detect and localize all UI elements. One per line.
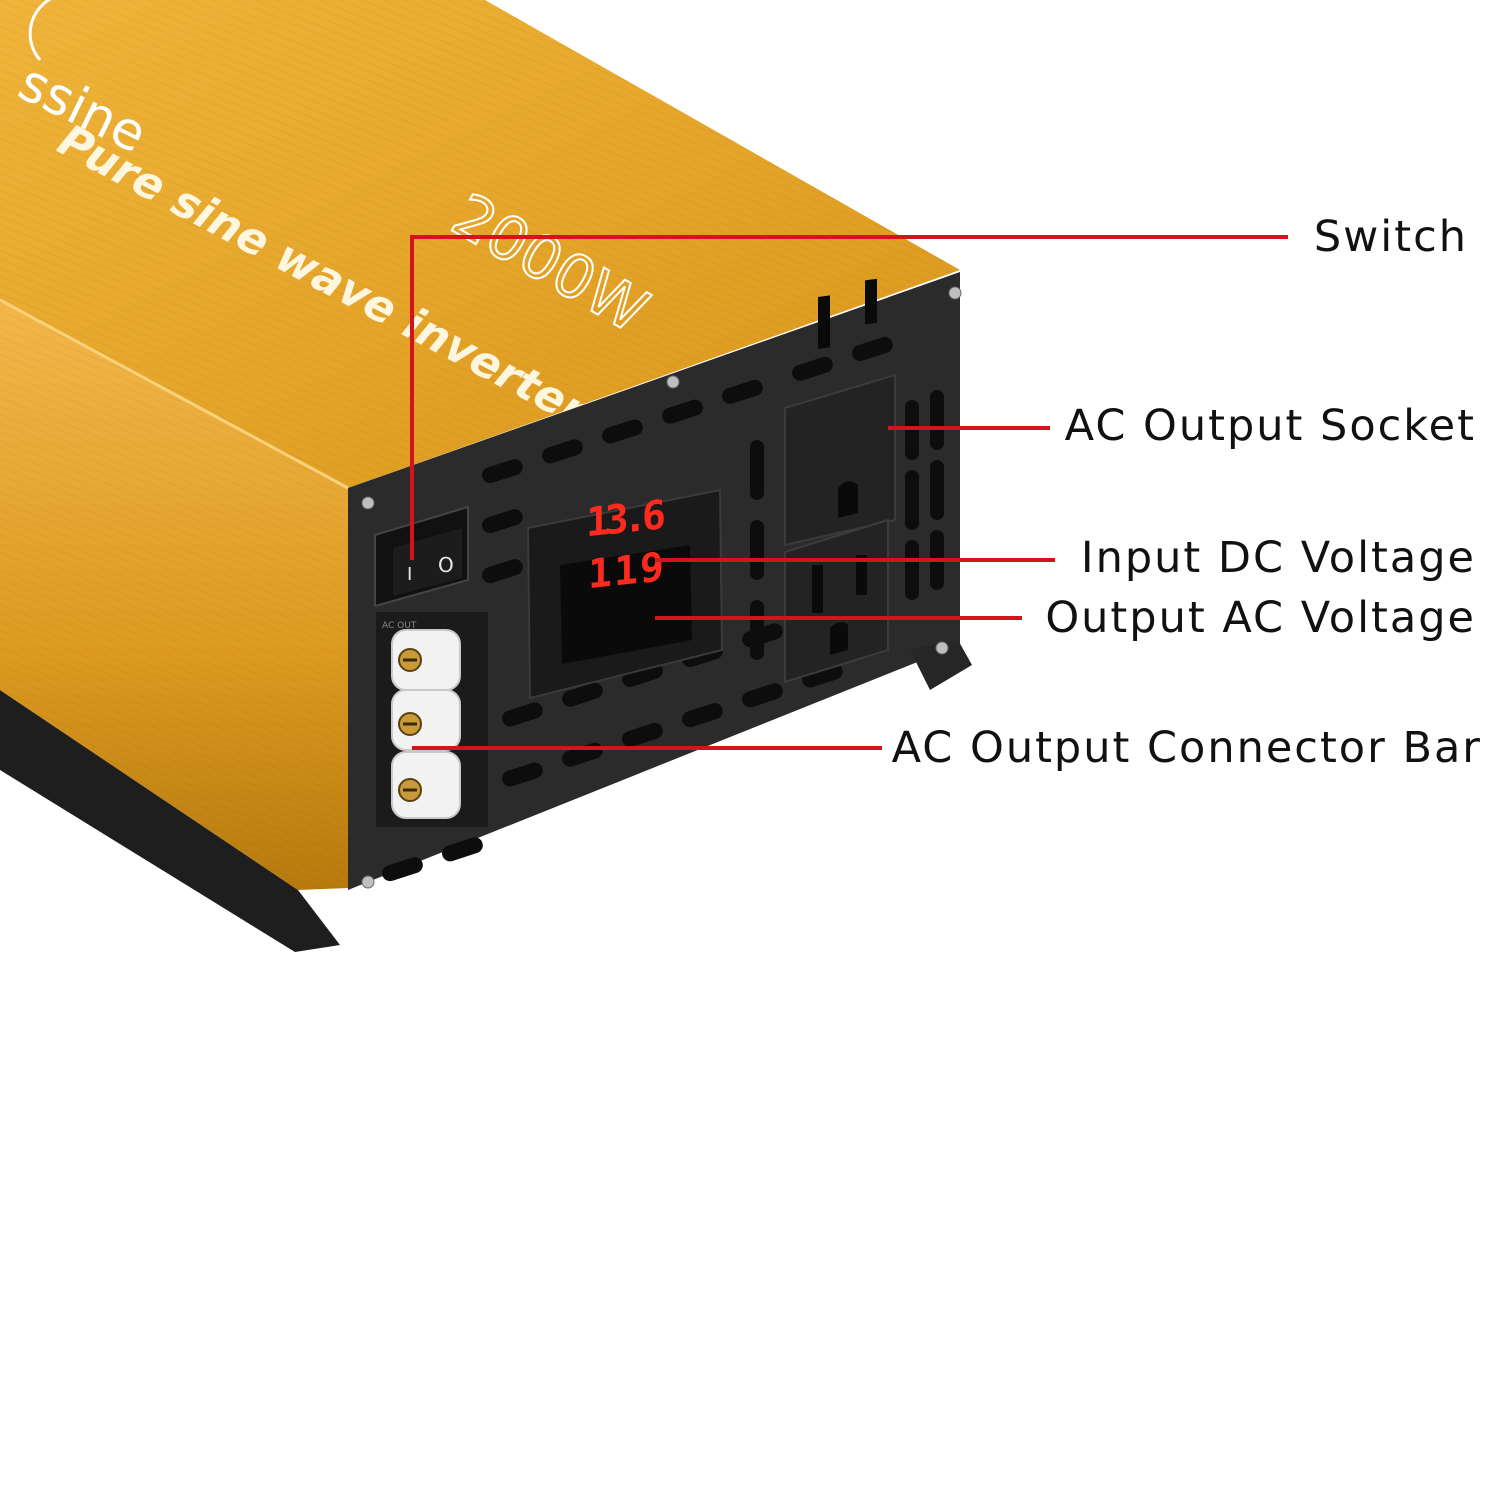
vent-slot (482, 559, 523, 584)
callout-ac-output-socket: AC Output Socket (1064, 401, 1476, 451)
vent-slot (930, 390, 944, 450)
vent-slot (542, 439, 583, 464)
callout-input-dc-voltage: Input DC Voltage (1080, 533, 1476, 583)
vent-slot (750, 600, 764, 660)
vent-slot (622, 662, 663, 687)
ac-out-small-label: AC OUT (382, 621, 417, 631)
vent-slot (792, 356, 833, 381)
callout-switch: Switch (1313, 212, 1468, 262)
vent-slot (852, 337, 893, 362)
vent-slot (930, 460, 944, 520)
mounting-flange (0, 690, 340, 952)
vent-slot (750, 520, 764, 580)
vent-slot (905, 470, 919, 530)
vent-slot (742, 683, 783, 708)
panel-screws (361, 286, 962, 889)
terminal-block (391, 629, 461, 819)
switch-off-symbol: O (438, 553, 454, 577)
switch-on-symbol: I (407, 564, 412, 585)
callout-output-ac-voltage: Output AC Voltage (1045, 593, 1476, 643)
vent-slot (905, 540, 919, 600)
vent-slot (802, 663, 843, 688)
ac-output-socket-upper[interactable] (784, 278, 896, 547)
output-ac-voltage-readout: 119 (588, 544, 664, 598)
vent-slot (622, 722, 663, 747)
ac-output-connector-bar[interactable]: AC OUT (376, 612, 488, 827)
logo-arc (28, 0, 52, 61)
vent-slot (502, 702, 543, 727)
display-screen (560, 545, 692, 664)
vent-slot (682, 703, 723, 728)
vent-slot (482, 459, 523, 484)
vent-slot (662, 399, 703, 424)
vent-slot (602, 419, 643, 444)
switch-leader-line (410, 235, 1288, 560)
vent-slot (502, 762, 543, 787)
vent-slot (442, 837, 483, 862)
vent-slot (482, 509, 523, 534)
vent-slot (382, 857, 423, 882)
vent-slots (382, 337, 944, 882)
vent-slot (562, 682, 603, 707)
vent-slot (750, 440, 764, 500)
vent-slot (722, 379, 763, 404)
input-dc-voltage-readout: 13.6 (586, 492, 666, 546)
callout-ac-output-connector-bar: AC Output Connector Bar (891, 723, 1482, 773)
callout-leader-lines (410, 235, 1288, 750)
